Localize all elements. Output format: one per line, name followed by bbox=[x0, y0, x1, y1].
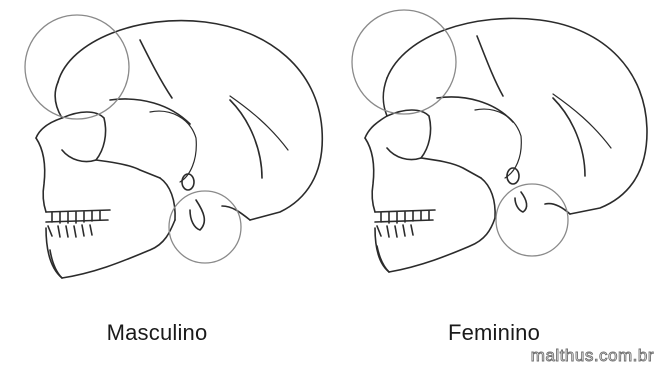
female-skull-drawing bbox=[325, 0, 658, 300]
female-label: Feminino bbox=[369, 320, 619, 346]
male-skull-figure bbox=[0, 0, 333, 300]
male-label: Masculino bbox=[32, 320, 282, 346]
male-skull-drawing bbox=[0, 0, 333, 300]
female-skull-figure bbox=[325, 0, 658, 300]
watermark: malthus.com.br bbox=[531, 346, 654, 366]
